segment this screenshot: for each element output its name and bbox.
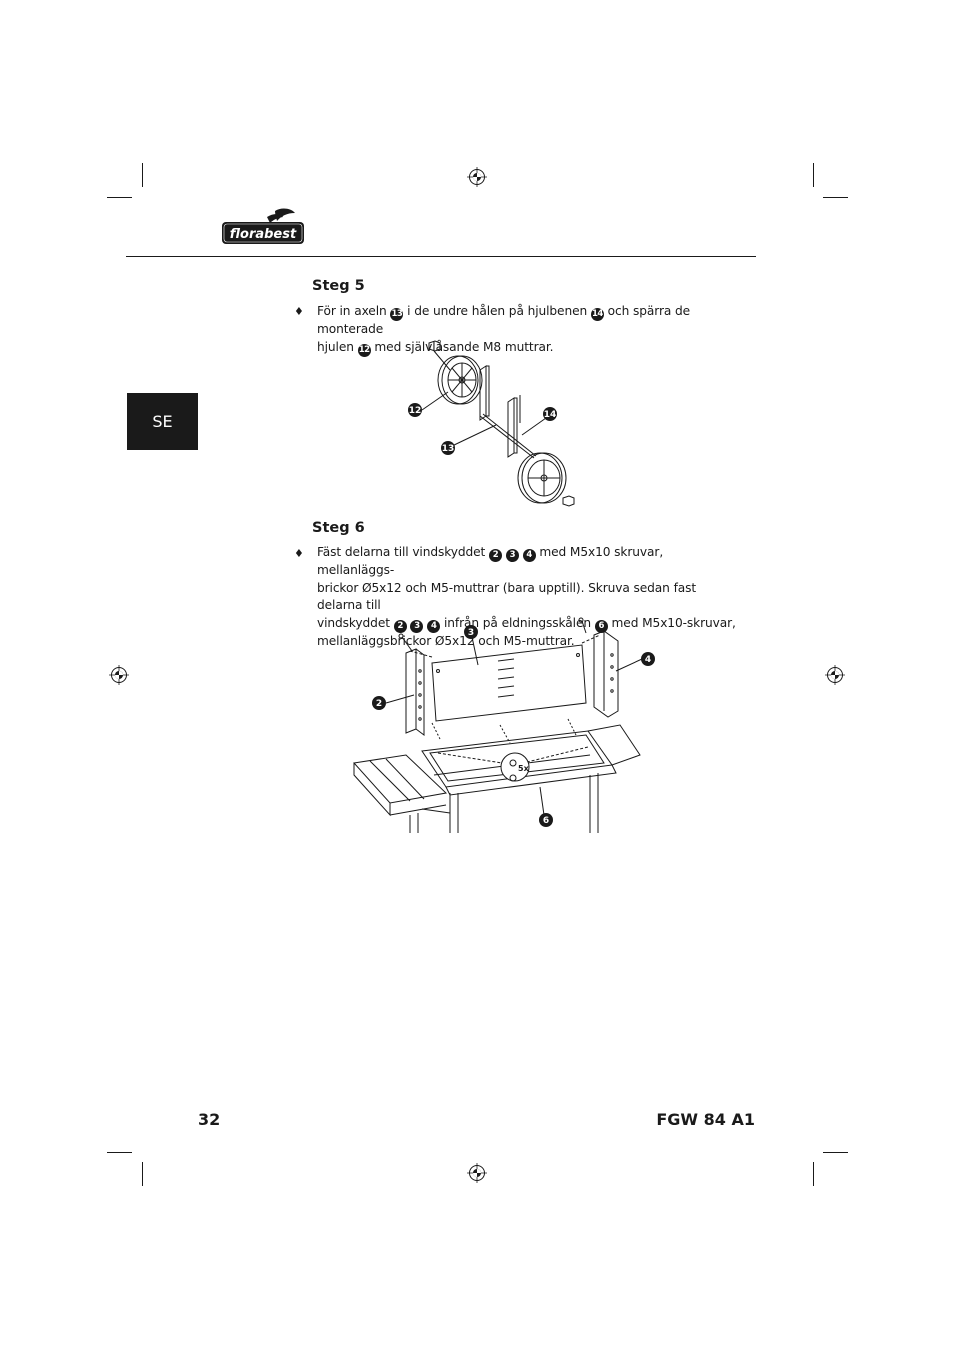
callout-badge — [543, 407, 557, 421]
svg-text:florabest: florabest — [230, 227, 297, 242]
crop-mark — [142, 163, 143, 187]
callout-label: 3 — [468, 628, 474, 638]
step-instruction: För in axeln 13 i de undre hålen på hjul… — [317, 303, 737, 357]
callout-badge: 6 — [594, 619, 608, 633]
text-run: infrån på eldningsskålen — [440, 615, 595, 630]
text-run: med M5x10 skruvar, mellanläggs- — [317, 545, 664, 577]
callout-badge — [372, 696, 386, 710]
language-tab: SE — [127, 393, 198, 450]
instruction-line: brickor Ø5x12 och M5-muttrar (bara uppti… — [317, 580, 737, 615]
text-run: mellanläggsbrickor Ø5x12 och M5-muttrar. — [317, 633, 575, 648]
text-run: hjulen — [317, 339, 358, 354]
bullet-icon: ♦ — [294, 547, 304, 560]
crop-mark — [823, 197, 848, 198]
instruction-line: För in axeln 13 i de undre hålen på hjul… — [317, 303, 737, 339]
crop-mark — [813, 163, 814, 187]
text-run: brickor Ø5x12 och M5-muttrar (bara uppti… — [317, 580, 697, 613]
callout-badge: 4 — [522, 549, 536, 562]
registration-mark-icon — [825, 665, 845, 685]
callout-badge: 13 — [390, 308, 404, 321]
callout-badge — [641, 652, 655, 666]
step-title: Steg 5 — [312, 278, 365, 294]
callout-badge: 2 — [489, 549, 502, 562]
florabest-logo: florabest — [222, 208, 304, 244]
text-run: vindskyddet — [317, 615, 394, 630]
language-tab-label: SE — [152, 412, 173, 431]
instruction-line: vindskyddet 2 3 4 infrån på eldningsskål… — [317, 615, 737, 633]
callout-label: 14 — [544, 410, 557, 420]
callout-badge: 14 — [590, 308, 604, 321]
windshield-assembly-illustration: 5x 3 4 2 6 — [353, 617, 655, 833]
text-run: med M5x10-skruvar, — [607, 615, 736, 630]
instruction-line: mellanläggsbrickor Ø5x12 och M5-muttrar. — [317, 633, 737, 651]
callout-label: 4 — [645, 655, 651, 665]
callout-badge — [408, 403, 422, 417]
callout-badge — [539, 813, 553, 827]
header-rule — [126, 256, 756, 257]
crop-mark — [107, 197, 132, 198]
text-run: Fäst delarna till vindskyddet — [317, 545, 489, 559]
quantity-note: 5x — [518, 764, 530, 773]
wheel-assembly-illustration: 12 14 13 — [408, 340, 575, 507]
crop-mark — [107, 1152, 132, 1153]
registration-mark-icon — [109, 665, 129, 685]
callout-badge: 12 — [357, 343, 371, 357]
model-number: FGW 84 A1 — [656, 1110, 755, 1129]
callout-badge: 3 — [505, 549, 519, 562]
callout-label: 2 — [376, 699, 382, 709]
text-run: och spärra de monterade — [317, 304, 691, 336]
callout-badge — [441, 441, 455, 455]
text-run — [519, 545, 523, 559]
callout-badge: 4 — [427, 619, 441, 633]
callout-badge: 2 — [393, 619, 407, 633]
crop-mark — [142, 1162, 143, 1186]
text-run: med självlåsande M8 muttrar. — [370, 339, 554, 354]
crop-mark — [813, 1162, 814, 1186]
crop-mark — [823, 1152, 848, 1153]
callout-label: 12 — [409, 406, 422, 416]
instruction-line: Fäst delarna till vindskyddet 2 3 4 med … — [317, 544, 737, 580]
callout-badge: 3 — [410, 619, 424, 633]
text-run: i de undre hålen på hjulbenen — [403, 304, 591, 318]
instruction-line: hjulen 12 med självlåsande M8 muttrar. — [317, 339, 737, 357]
callout-label: 13 — [442, 444, 455, 454]
registration-mark-icon — [467, 1163, 487, 1183]
bullet-icon: ♦ — [294, 305, 304, 318]
callout-badge — [464, 625, 478, 639]
page-number: 32 — [198, 1110, 221, 1129]
text-run: För in axeln — [317, 304, 391, 318]
callout-label: 6 — [543, 816, 549, 826]
step-title: Steg 6 — [312, 520, 365, 536]
registration-mark-icon — [467, 167, 487, 187]
step-instruction: Fäst delarna till vindskyddet 2 3 4 med … — [317, 544, 737, 650]
